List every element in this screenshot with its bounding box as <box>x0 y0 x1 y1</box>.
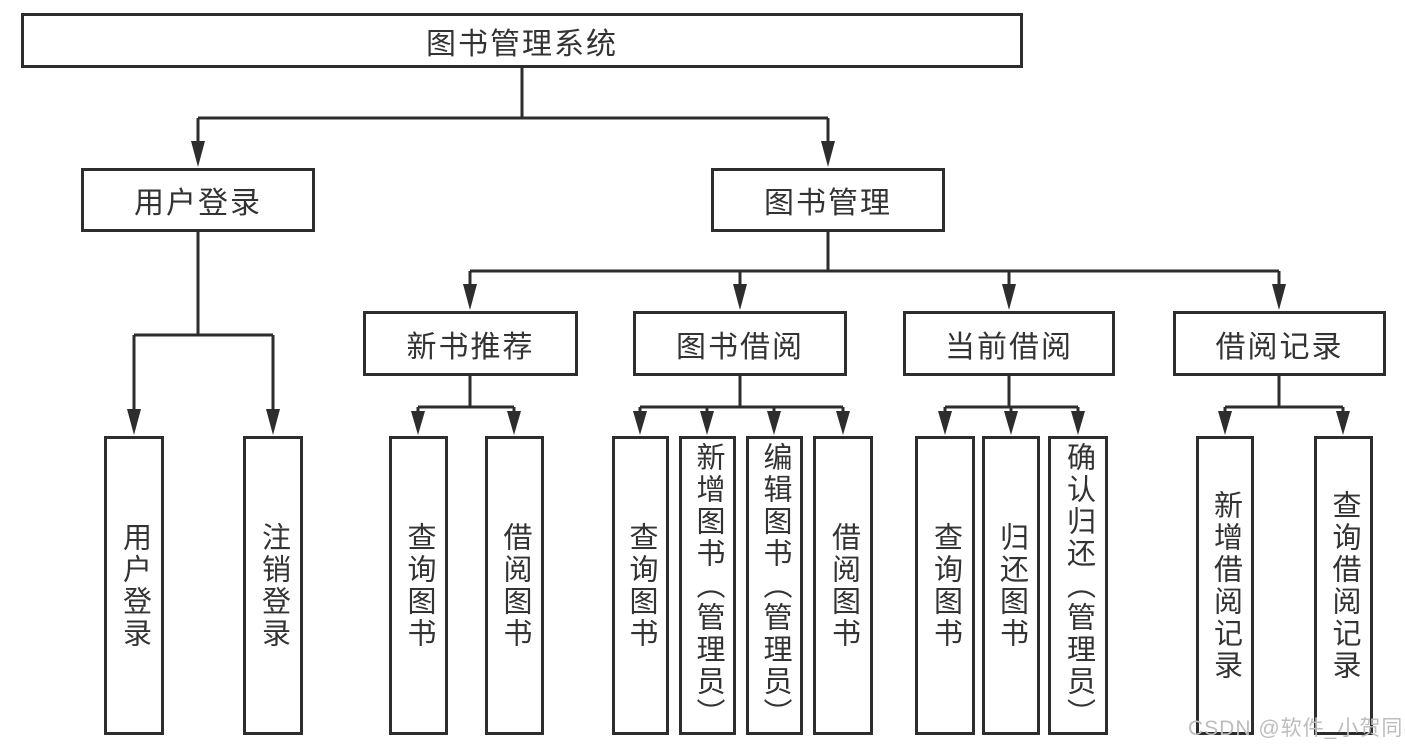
leaf-borrow-query-books-label: 查询图书 <box>625 521 657 650</box>
node-borrow-records: 借阅记录 <box>1173 311 1386 376</box>
node-library-system: 图书管理系统 <box>21 13 1023 68</box>
leaf-records-add-record-label: 新增借阅记录 <box>1209 489 1242 682</box>
arrowhead <box>767 411 781 435</box>
arrowhead <box>127 409 141 435</box>
arrowhead <box>463 284 477 310</box>
connector-user-login-to-leaves <box>127 232 280 435</box>
leaf-newbook-borrow-books-label: 借阅图书 <box>499 521 531 650</box>
leaf-user-login: 用户登录 <box>104 436 164 735</box>
leaf-current-return-books: 归还图书 <box>982 436 1040 735</box>
node-new-book-recommend: 新书推荐 <box>363 311 578 376</box>
arrowhead <box>1071 411 1085 435</box>
leaf-newbook-query-books-label: 查询图书 <box>403 521 435 650</box>
leaf-borrow-borrow-books: 借阅图书 <box>813 436 873 735</box>
arrowhead <box>411 411 425 435</box>
arrowhead <box>633 411 647 435</box>
node-new-book-recommend-label: 新书推荐 <box>406 330 535 364</box>
arrowhead <box>1336 411 1350 435</box>
leaf-logout-label: 注销登录 <box>257 521 290 650</box>
leaf-newbook-borrow-books: 借阅图书 <box>485 436 544 735</box>
leaf-current-query-books-label: 查询图书 <box>929 521 962 650</box>
leaf-borrow-add-books-admin-label: 新增图书（管理员） <box>692 441 724 730</box>
leaf-records-query-record-label: 查询借阅记录 <box>1328 489 1360 682</box>
arrowhead <box>733 284 747 310</box>
node-user-login-label: 用户登录 <box>134 187 262 220</box>
leaf-borrow-query-books: 查询图书 <box>612 436 669 735</box>
arrowhead <box>836 411 850 435</box>
leaf-borrow-add-books-admin: 新增图书（管理员） <box>679 436 736 735</box>
arrowhead <box>507 411 521 435</box>
node-current-borrow: 当前借阅 <box>903 311 1115 376</box>
connector-book-mgmt-to-level3 <box>463 232 1286 310</box>
connector-new-book-to-leaves <box>411 376 521 435</box>
arrowhead <box>266 409 280 435</box>
leaf-borrow-edit-books-admin: 编辑图书（管理员） <box>746 436 803 735</box>
leaf-current-confirm-return-admin: 确认归还（管理员） <box>1048 436 1108 735</box>
arrowhead <box>191 141 205 167</box>
node-book-management: 图书管理 <box>711 168 945 232</box>
leaf-records-query-record: 查询借阅记录 <box>1314 436 1373 735</box>
leaf-borrow-edit-books-admin-label: 编辑图书（管理员） <box>759 441 791 730</box>
node-borrow-records-label: 借阅记录 <box>1215 330 1344 364</box>
arrowhead <box>1218 411 1232 435</box>
arrowhead <box>1272 284 1286 310</box>
leaf-current-return-books-label: 归还图书 <box>995 521 1028 650</box>
arrowhead <box>938 411 952 435</box>
arrowhead <box>1002 284 1016 310</box>
leaf-logout: 注销登录 <box>243 436 303 735</box>
node-user-login: 用户登录 <box>81 168 315 232</box>
leaf-borrow-borrow-books-label: 借阅图书 <box>827 521 860 650</box>
leaf-current-confirm-return-admin-label: 确认归还（管理员） <box>1062 441 1095 730</box>
arrowhead <box>821 141 835 167</box>
leaf-current-query-books: 查询图书 <box>915 436 975 735</box>
connector-borrow-to-leaves <box>633 376 850 435</box>
arrowhead <box>1004 411 1018 435</box>
node-book-borrow-label: 图书借阅 <box>676 330 804 364</box>
connector-records-to-leaves <box>1218 376 1350 435</box>
connector-current-to-leaves <box>938 376 1085 435</box>
leaf-user-login-label: 用户登录 <box>118 521 151 650</box>
node-library-system-label: 图书管理系统 <box>426 27 618 61</box>
arrowhead <box>700 411 714 435</box>
leaf-records-add-record: 新增借阅记录 <box>1196 436 1254 735</box>
leaf-newbook-query-books: 查询图书 <box>389 436 448 735</box>
node-book-borrow: 图书借阅 <box>633 311 847 376</box>
node-current-borrow-label: 当前借阅 <box>945 330 1073 364</box>
csdn-watermark: CSDN @软件_小贺同学 <box>1188 717 1405 740</box>
node-book-management-label: 图书管理 <box>764 187 892 220</box>
connector-root-to-level2 <box>191 68 835 167</box>
